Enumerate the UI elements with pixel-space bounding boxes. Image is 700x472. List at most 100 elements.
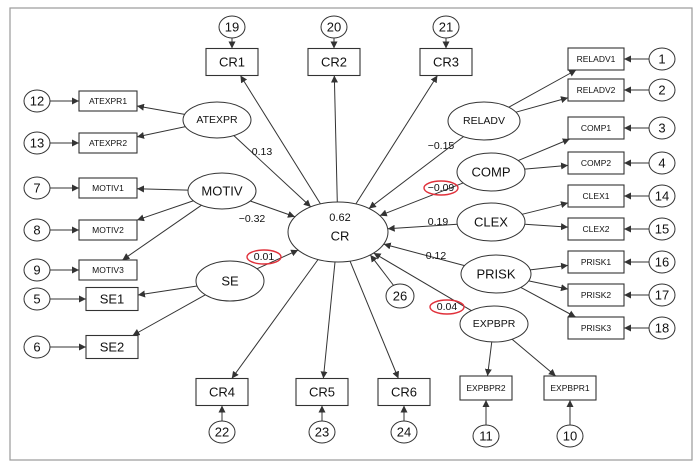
disturbance-arrow	[369, 254, 395, 287]
latent-prisk	[460, 254, 532, 294]
error-term-label: 1	[658, 52, 665, 67]
loading-arrow-clex2	[524, 223, 569, 231]
latent-label-clex: CLEX	[474, 215, 508, 230]
loading-arrow-comp1	[518, 138, 570, 162]
path-coefficient-se: 0.01	[254, 251, 275, 263]
indicator-box-cr1	[205, 47, 259, 77]
latent-cr	[287, 201, 389, 263]
error-term-label: 8	[33, 223, 40, 238]
indicator-label-comp2: COMP2	[581, 158, 612, 168]
latent-label-reladv: RELADV	[463, 115, 505, 127]
indicator-box-expbpr2	[459, 375, 513, 401]
indicator-label-clex1: CLEX1	[583, 191, 610, 201]
error-term-label: 19	[225, 20, 239, 35]
error-term-label: 7	[33, 181, 40, 196]
indicator-box-prisk3	[567, 316, 625, 340]
latent-atexpr	[182, 101, 252, 139]
error-term-circle	[23, 89, 51, 113]
loading-arrow-cr2	[330, 75, 338, 203]
error-term-circle	[23, 176, 51, 200]
loading-arrow-cr5	[320, 261, 336, 379]
loading-arrow-prisk1	[530, 262, 569, 271]
path-coefficient-prisk: 0.12	[426, 250, 447, 262]
loading-arrow-reladv2	[515, 96, 569, 113]
indicator-box-reladv1	[567, 47, 625, 71]
indicator-label-comp1: COMP1	[581, 123, 612, 133]
indicator-label-cr2: CR2	[321, 55, 347, 70]
indicator-box-reladv2	[567, 78, 625, 102]
path-arrow-comp	[379, 182, 464, 217]
path-arrow-reladv	[368, 136, 464, 209]
error-term-circle	[218, 15, 246, 39]
loading-arrow-prisk3	[520, 286, 576, 318]
loading-arrow-atexpr1	[136, 103, 185, 115]
loading-arrow-clex1	[521, 201, 569, 215]
indicator-label-prisk1: PRISK1	[581, 257, 612, 267]
indicator-box-cr4	[195, 377, 249, 407]
coefficient-highlight-circle	[246, 249, 282, 265]
loading-arrow-expbpr1	[511, 338, 557, 377]
path-arrow-se	[256, 249, 299, 270]
loading-arrow-cr3	[355, 75, 438, 205]
indicator-box-cr5	[295, 377, 349, 407]
indicator-box-cr6	[377, 377, 431, 407]
error-term-circle	[648, 283, 676, 307]
indicator-label-se1: SE1	[100, 292, 125, 307]
loading-arrow-cr6	[349, 260, 399, 379]
error-term-label: 24	[397, 425, 411, 440]
error-term-label: 14	[655, 189, 669, 204]
error-term-label: 5	[33, 292, 40, 307]
loading-arrow-motiv2	[136, 200, 194, 222]
indicator-box-atexpr2	[78, 132, 138, 154]
path-arrow-atexpr	[233, 135, 312, 208]
error-term-circle	[648, 316, 676, 340]
path-coefficient-expbpr: 0.04	[437, 301, 458, 313]
error-term-label: 10	[563, 429, 577, 444]
latent-label-expbpr: EXPBPR	[473, 318, 516, 330]
indicator-box-clex2	[567, 217, 625, 241]
indicator-label-cr3: CR3	[433, 55, 459, 70]
indicator-box-se1	[85, 286, 139, 312]
path-coefficient-motiv: −0.32	[239, 213, 266, 225]
indicator-label-cr6: CR6	[391, 385, 417, 400]
indicator-label-atexpr1: ATEXPR1	[89, 96, 127, 106]
error-term-label: 6	[33, 340, 40, 355]
path-arrow-motiv	[250, 200, 296, 218]
indicator-box-motiv2	[78, 219, 138, 241]
error-term-circle	[648, 250, 676, 274]
indicator-label-reladv2: RELADV2	[577, 85, 616, 95]
error-term-circle	[208, 420, 236, 444]
latent-label-cr: CR	[331, 229, 350, 244]
loading-arrow-se2	[132, 294, 206, 336]
indicator-label-cr5: CR5	[309, 385, 335, 400]
indicator-label-clex2: CLEX2	[583, 224, 610, 234]
error-term-circle	[556, 424, 584, 448]
indicator-box-comp2	[567, 151, 625, 175]
path-coefficient-comp: −0.09	[428, 182, 455, 194]
error-term-circle	[23, 258, 51, 282]
error-term-label: 15	[655, 222, 669, 237]
indicator-box-motiv1	[78, 177, 138, 199]
loading-arrow-motiv3	[122, 204, 202, 261]
indicator-box-expbpr1	[543, 375, 597, 401]
loading-arrow-motiv1	[136, 185, 189, 193]
path-arrow-prisk	[383, 242, 465, 267]
indicator-box-cr2	[307, 47, 361, 77]
indicator-label-reladv1: RELADV1	[577, 54, 616, 64]
error-term-circle	[648, 217, 676, 241]
error-term-label: 13	[30, 136, 44, 151]
latent-clex	[456, 202, 526, 242]
error-term-label: 11	[479, 429, 493, 444]
disturbance-circle	[385, 283, 415, 309]
error-term-circle	[320, 15, 348, 39]
loading-arrow-reladv1	[508, 69, 577, 108]
indicator-label-se2: SE2	[100, 340, 125, 355]
error-term-circle	[23, 218, 51, 242]
loading-arrow-se1	[137, 285, 198, 298]
latent-expbpr	[459, 305, 529, 343]
error-term-circle	[648, 47, 676, 71]
error-term-label: 21	[439, 20, 453, 35]
error-term-label: 4	[658, 156, 665, 171]
loading-arrow-cr4	[231, 259, 319, 379]
